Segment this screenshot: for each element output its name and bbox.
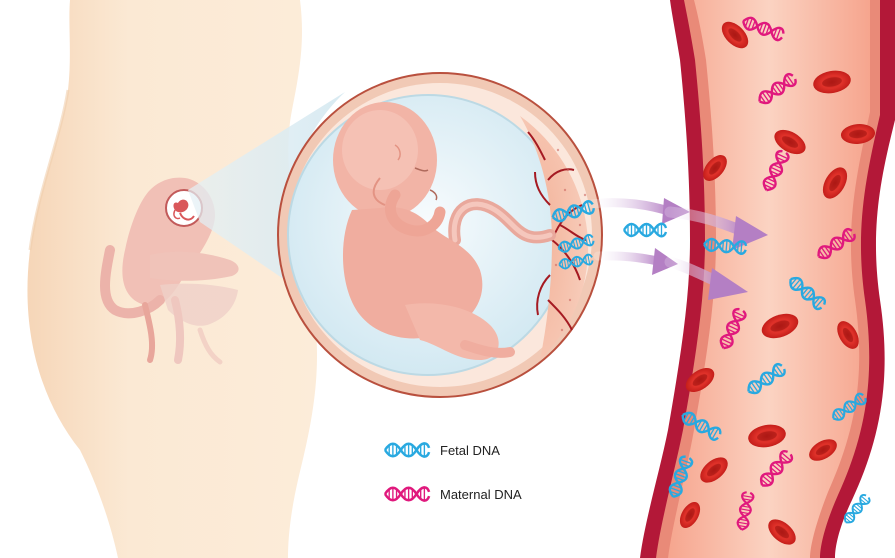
maternal-dna-icon: [385, 487, 429, 500]
legend-item-fetal-dna: Fetal DNA: [385, 443, 500, 458]
legend-label-fetal: Fetal DNA: [440, 443, 500, 458]
legend-item-maternal-dna: Maternal DNA: [385, 487, 522, 502]
legend: Fetal DNA Maternal DNA: [385, 443, 522, 502]
legend-label-maternal: Maternal DNA: [440, 487, 522, 502]
fetal-dna-icon: [385, 443, 429, 456]
